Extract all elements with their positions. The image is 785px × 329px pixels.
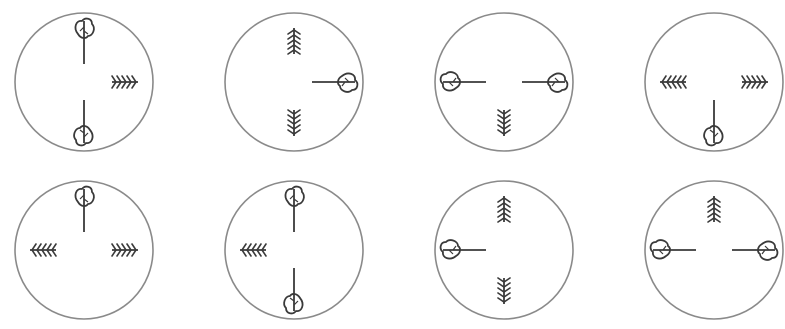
fern-icon — [708, 196, 720, 222]
leaf-icon — [284, 268, 302, 313]
leaf-icon — [74, 100, 92, 145]
leaf-icon — [651, 240, 696, 258]
fern-icon — [498, 110, 510, 136]
fern-icon — [498, 196, 510, 222]
fern-icon — [288, 110, 300, 136]
fern-icon — [660, 76, 686, 88]
panel-r2-c1 — [15, 181, 153, 319]
panel-r1-c4 — [645, 13, 783, 151]
panel-r1-c2 — [225, 13, 363, 151]
fern-icon — [288, 28, 300, 54]
panel-r2-c3 — [435, 181, 573, 319]
leaf-icon — [75, 187, 93, 232]
fern-icon — [112, 76, 138, 88]
leaf-icon — [522, 73, 567, 91]
leaf-icon — [441, 72, 486, 90]
leaf-icon — [704, 100, 722, 145]
fern-icon — [112, 244, 138, 256]
panel-r2-c2 — [225, 181, 363, 319]
fern-icon — [498, 278, 510, 304]
panel-r2-c4 — [645, 181, 783, 319]
leaf-icon — [732, 241, 777, 259]
fern-icon — [240, 244, 266, 256]
leaf-icon — [75, 19, 93, 64]
leaf-icon — [441, 240, 486, 258]
leaf-icon — [312, 73, 357, 91]
fern-icon — [30, 244, 56, 256]
fern-icon — [742, 76, 768, 88]
panel-r1-c3 — [435, 13, 573, 151]
panel-r1-c1 — [15, 13, 153, 151]
leaf-icon — [285, 187, 303, 232]
